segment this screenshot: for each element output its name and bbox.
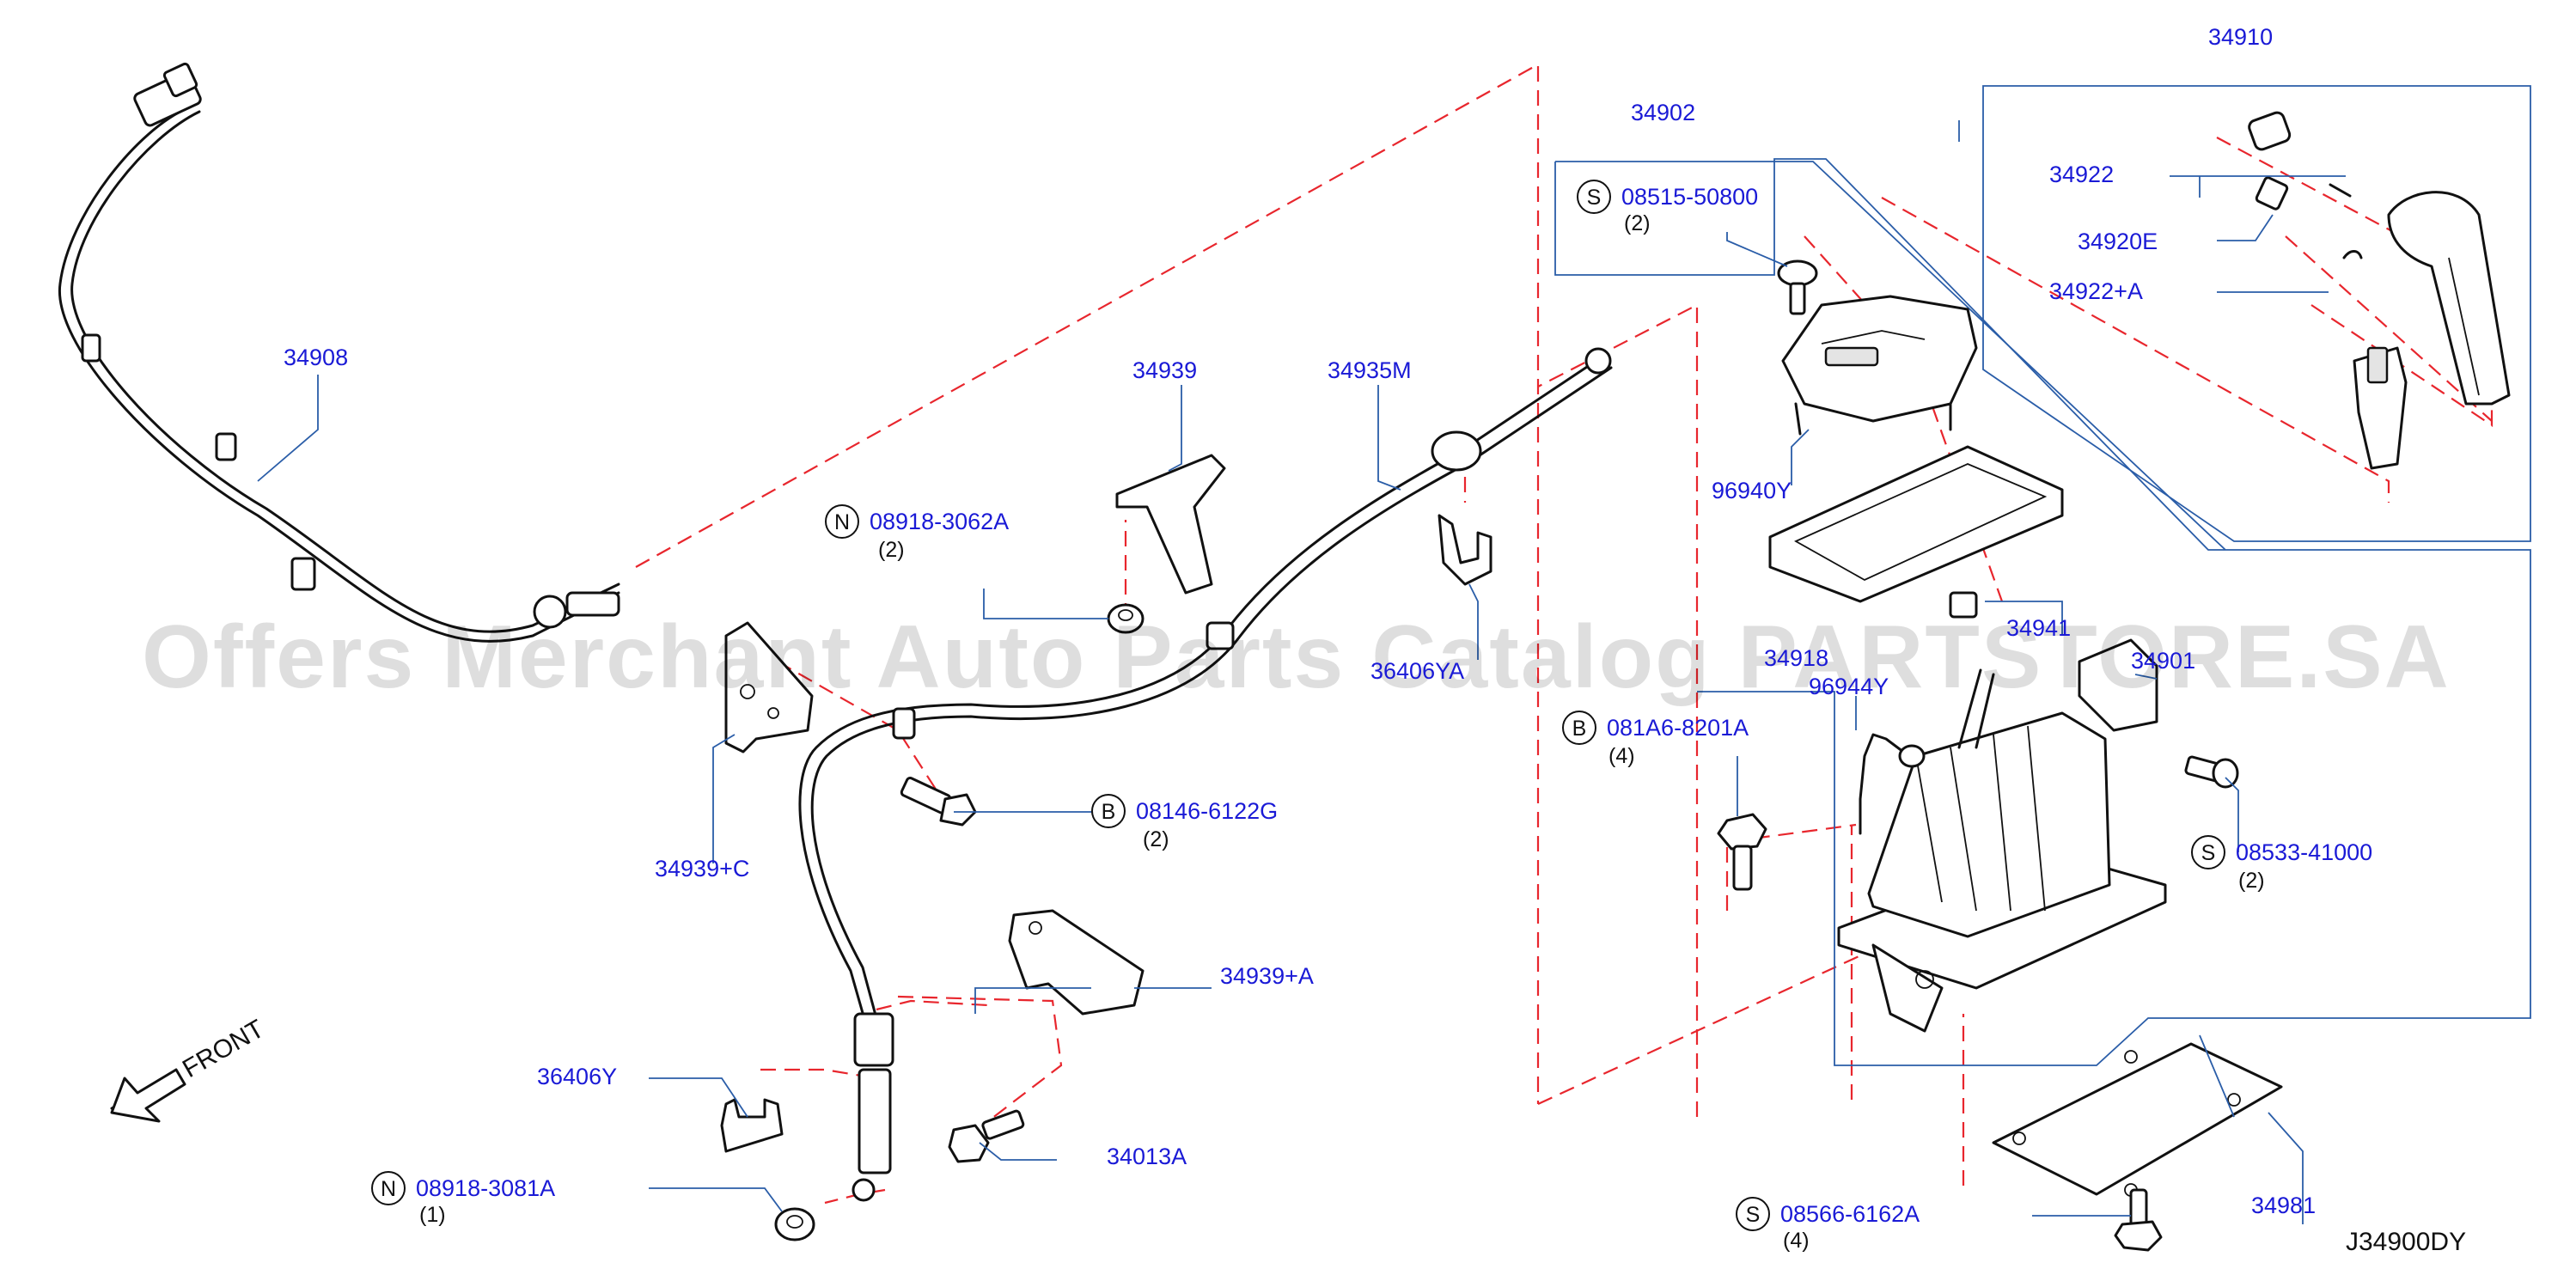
fastener-callout-3: N 08918-3081A (1) — [371, 1171, 555, 1227]
fastener-callout-2: B 08146-6122G (2) — [1091, 794, 1278, 851]
fastener-part-number[interactable]: 081A6-8201A — [1607, 715, 1749, 741]
cover-plate-34981 — [1992, 1042, 2283, 1197]
gasket — [1768, 445, 2064, 603]
part-label-34013A[interactable]: 34013A — [1107, 1144, 1187, 1169]
fastener-symbol: S — [2201, 841, 2216, 865]
fastener-callout-5: B 081A6-8201A (4) — [1562, 711, 1749, 768]
control-cable-34935M — [798, 347, 1613, 1202]
bolt-081A6-8201A — [1717, 813, 1767, 891]
bracket-34939-A — [1008, 909, 1145, 1016]
clip-36406Y — [720, 1098, 784, 1153]
fastener-quantity: (2) — [1143, 827, 1169, 851]
diagram-code: J34900DY — [2346, 1228, 2466, 1256]
fastener-symbol-circle — [1577, 180, 1611, 214]
fastener-symbol: N — [834, 510, 850, 534]
group-boxes — [1554, 85, 2531, 1066]
part-label-34922[interactable]: 34922 — [2049, 162, 2114, 187]
part-label-34939-C[interactable]: 34939+C — [655, 856, 749, 882]
selector-cable-34908 — [58, 62, 620, 643]
fastener-symbol-circle — [1091, 794, 1126, 828]
part-label-36406YA[interactable]: 36406YA — [1370, 658, 1464, 684]
part-label-96944Y[interactable]: 96944Y — [1809, 674, 1889, 699]
bracket-34939 — [1115, 454, 1226, 595]
bolt-08146-6122G — [900, 777, 977, 827]
fastener-callout-1: N 08918-3062A (2) — [825, 504, 1009, 562]
fastener-part-number[interactable]: 08918-3062A — [870, 509, 1009, 534]
fastener-symbol: B — [1572, 717, 1587, 741]
fastener-symbol-circle — [371, 1171, 406, 1205]
part-label-34941[interactable]: 34941 — [2006, 615, 2071, 641]
fastener-callout-4: S 08515-50800 (2) — [1577, 180, 1758, 235]
part-label-34939-A[interactable]: 34939+A — [1220, 963, 1314, 989]
part-label-34920E[interactable]: 34920E — [2078, 229, 2158, 254]
screw-08533-41000 — [2184, 755, 2239, 789]
part-label-34908[interactable]: 34908 — [284, 345, 348, 370]
clip-36406YA — [1438, 514, 1492, 586]
bolt-08566-6162A — [2114, 1188, 2163, 1252]
fastener-part-number[interactable]: 08918-3081A — [416, 1175, 555, 1201]
part-label-96940Y[interactable]: 96940Y — [1712, 478, 1792, 503]
fastener-part-number[interactable]: 08566-6162A — [1780, 1201, 1920, 1227]
fastener-callout-6: S 08533-41000 (2) — [2191, 835, 2372, 893]
shifter-assembly-34901 — [1837, 591, 2167, 1033]
watermark-text: Offers Merchant Auto Parts Catalog PARTS… — [142, 607, 2451, 707]
fastener-symbol-circle — [1736, 1197, 1770, 1231]
screw-08515-50800 — [1777, 259, 1818, 315]
part-label-34901[interactable]: 34901 — [2131, 648, 2195, 674]
part-label-34922-A[interactable]: 34922+A — [2049, 278, 2143, 304]
fastener-symbol: N — [381, 1177, 396, 1201]
phantom-lines — [635, 63, 2494, 1205]
front-arrow-icon — [110, 1068, 186, 1123]
part-label-34910[interactable]: 34910 — [2208, 24, 2273, 50]
harness-96944Y — [1859, 733, 1926, 835]
fastener-symbol: S — [1746, 1203, 1761, 1227]
fastener-part-number[interactable]: 08515-50800 — [1621, 184, 1758, 210]
nut-08918-3081A — [774, 1207, 815, 1241]
fastener-symbol: S — [1587, 186, 1602, 210]
fastener-symbol: B — [1102, 800, 1116, 824]
fastener-part-number[interactable]: 08146-6122G — [1136, 798, 1278, 824]
part-label-34918[interactable]: 34918 — [1764, 645, 1828, 671]
fastener-symbol-circle — [825, 504, 859, 539]
part-label-34981[interactable]: 34981 — [2251, 1193, 2316, 1218]
part-label-34902[interactable]: 34902 — [1631, 100, 1695, 125]
shift-knob-34910 — [2248, 111, 2511, 470]
fastener-quantity: (2) — [1624, 211, 1651, 235]
fastener-quantity: (4) — [1783, 1229, 1810, 1253]
fastener-symbol-circle — [2191, 835, 2225, 869]
fastener-quantity: (2) — [2238, 869, 2265, 893]
leader-lines — [257, 120, 2346, 1224]
part-label-34935M[interactable]: 34935M — [1328, 357, 1412, 383]
fastener-callout-7: S 08566-6162A (4) — [1736, 1197, 1920, 1253]
fastener-quantity: (1) — [419, 1203, 446, 1227]
part-label-34939[interactable]: 34939 — [1132, 357, 1197, 383]
fastener-symbol-circle — [1562, 711, 1596, 745]
part-label-36406Y[interactable]: 36406Y — [537, 1064, 617, 1089]
front-direction-label: FRONT — [178, 1015, 269, 1083]
fastener-quantity: (4) — [1608, 744, 1635, 768]
bracket-34939-C — [724, 621, 814, 753]
part-labels: 34908 34939 34935M 36406YA 34939+C 34939… — [284, 24, 2316, 1218]
indicator-cover-96940Y — [1781, 295, 1978, 436]
bolt-34013A — [948, 1109, 1025, 1163]
fastener-part-number[interactable]: 08533-41000 — [2236, 839, 2372, 865]
fastener-quantity: (2) — [878, 538, 905, 562]
